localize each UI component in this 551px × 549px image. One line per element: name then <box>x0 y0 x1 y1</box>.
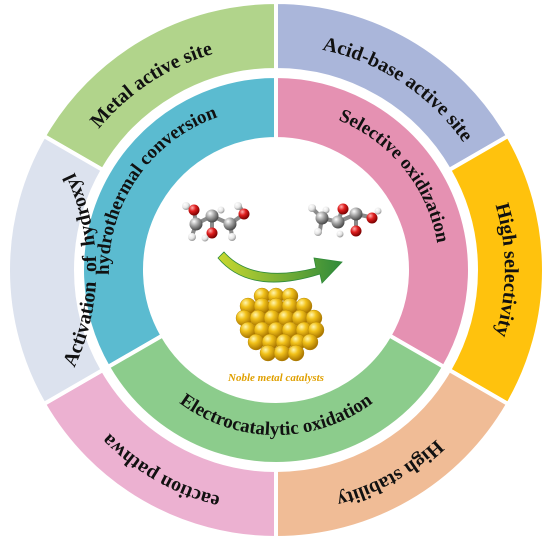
noble-metal-catalysts-caption: Noble metal catalysts <box>227 372 324 384</box>
center-disc <box>145 139 407 401</box>
gold-atom <box>259 344 277 362</box>
gold-atom <box>287 344 305 362</box>
noble-metal-cluster-icon <box>235 287 325 362</box>
gold-atom <box>273 344 291 362</box>
lactic-acid-molecule-icon <box>308 203 382 238</box>
outer-ring <box>6 0 546 541</box>
glycerol-molecule-icon <box>182 202 250 242</box>
gold-atom <box>301 333 319 351</box>
reaction-arrow-icon <box>217 251 343 284</box>
gold-atom <box>247 333 265 351</box>
activation-of-hydroxyl-sector <box>6 133 106 407</box>
